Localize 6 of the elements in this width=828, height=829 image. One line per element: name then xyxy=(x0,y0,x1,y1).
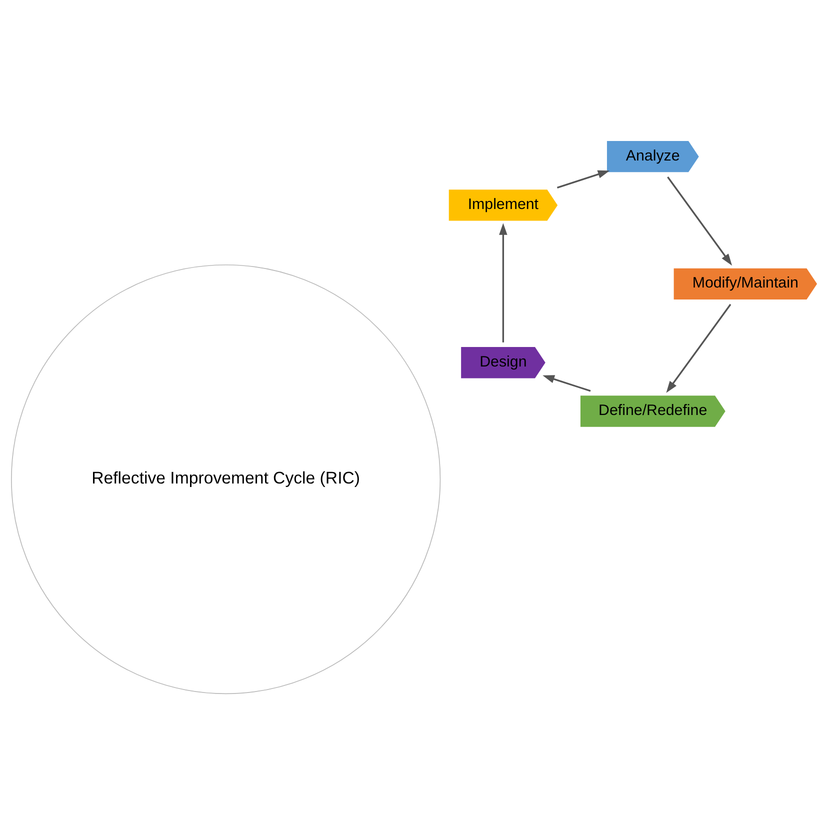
arrow xyxy=(556,170,610,188)
arrow xyxy=(666,303,732,392)
arrow xyxy=(542,374,591,392)
node-circle: Reflective Improvement Cycle (RIC) xyxy=(11,264,441,694)
arrow xyxy=(499,222,508,342)
arrow xyxy=(667,176,732,266)
